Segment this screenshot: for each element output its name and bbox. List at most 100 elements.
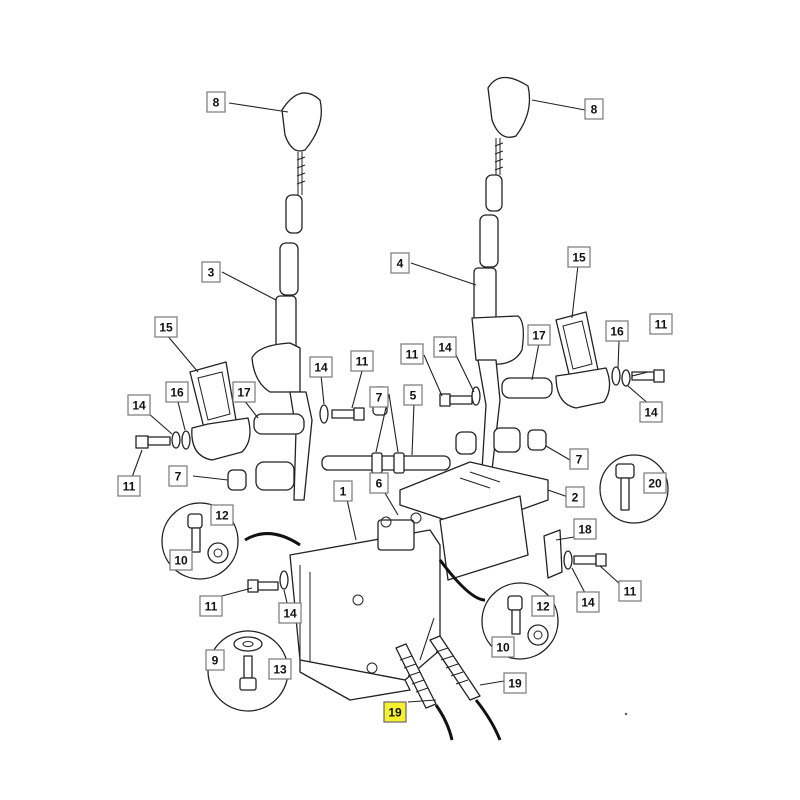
spacer-left-2: [255, 461, 295, 491]
callout-number: 14: [314, 361, 328, 375]
callout-box: [232, 381, 256, 403]
detail-circle-top-right: [599, 454, 669, 524]
callout-16: 16: [165, 381, 189, 403]
callout-number: 13: [273, 663, 287, 677]
side-bracket: [543, 529, 563, 579]
callout-11: 11: [350, 350, 374, 372]
callout-box: [350, 350, 374, 372]
callout-14: 14: [278, 602, 302, 624]
callout-16: 16: [605, 320, 629, 342]
callout-14: 14: [127, 394, 151, 416]
callout-number: 2: [572, 491, 579, 505]
callout-box: [400, 343, 424, 365]
callout-box: [584, 98, 604, 120]
callout-number: 12: [215, 509, 229, 523]
callout-number: 14: [581, 596, 595, 610]
callout-number: 20: [648, 477, 662, 491]
callout-box: [165, 381, 189, 403]
callout-number: 12: [536, 600, 550, 614]
spacer-right-2: [493, 427, 521, 453]
callout-7: 7: [369, 386, 389, 408]
callout-number: 11: [655, 318, 668, 332]
callout-2: 2: [565, 486, 585, 508]
right-latch: [501, 311, 611, 409]
callout-3: 3: [201, 261, 221, 283]
callout-number: 10: [174, 554, 188, 568]
callout-number: 8: [591, 103, 598, 117]
callout-8: 8: [584, 98, 604, 120]
callout-14: 14: [309, 356, 333, 378]
callout-14: 14: [576, 591, 600, 613]
callout-number: 11: [406, 348, 419, 362]
callout-number: 17: [237, 386, 251, 400]
callout-number: 11: [624, 585, 637, 599]
callout-4: 4: [390, 252, 410, 274]
callout-number: 9: [212, 654, 219, 668]
callout-15: 15: [154, 316, 178, 338]
callout-17: 17: [527, 324, 551, 346]
callout-7: 7: [168, 465, 188, 487]
callout-box: [565, 486, 585, 508]
callout-number: 7: [175, 470, 182, 484]
callout-box: [531, 595, 555, 617]
callout-11: 11: [649, 313, 673, 335]
callout-box: [605, 320, 629, 342]
callout-14: 14: [639, 401, 663, 423]
spacer-right: [527, 429, 547, 451]
callout-number: 4: [397, 257, 404, 271]
callout-19: 19: [503, 672, 527, 694]
callout-number: 6: [376, 477, 383, 491]
drawing: [135, 76, 669, 741]
hardware: [135, 366, 665, 593]
callout-box: [268, 658, 292, 680]
callout-box: [527, 324, 551, 346]
callout-box: [576, 591, 600, 613]
callout-box: [206, 91, 226, 113]
callout-number: 11: [123, 480, 136, 494]
callout-box: [201, 261, 221, 283]
callout-12: 12: [531, 595, 555, 617]
callout-box: [369, 386, 389, 408]
callout-number: 14: [644, 406, 658, 420]
callout-box: [491, 636, 515, 658]
callout-11: 11: [117, 475, 141, 497]
callout-box: [154, 316, 178, 338]
spacer-left: [227, 469, 247, 491]
callout-8: 8: [206, 91, 226, 113]
leader-lines: [130, 99, 651, 703]
callout-box: [168, 465, 188, 487]
callout-number: 14: [132, 399, 146, 413]
callout-9: 9: [205, 649, 225, 671]
callout-number: 19: [508, 677, 522, 691]
callout-number: 7: [376, 391, 383, 405]
callout-box: [205, 649, 225, 671]
pivot-shaft: [321, 452, 451, 474]
callout-19: 19: [383, 701, 407, 723]
right-shift-lever: [471, 76, 531, 471]
callout-box: [649, 313, 673, 335]
callout-14: 14: [433, 336, 457, 358]
callout-number: 15: [159, 321, 173, 335]
callout-number: 7: [576, 453, 583, 467]
callout-box: [569, 448, 589, 470]
left-latch: [189, 361, 305, 461]
callout-box: [309, 356, 333, 378]
callout-number: 16: [170, 386, 184, 400]
callout-7: 7: [569, 448, 589, 470]
callout-box: [567, 246, 591, 268]
callout-box: [503, 672, 527, 694]
callout-10: 10: [169, 549, 193, 571]
detail-circle-lower-left: [207, 630, 289, 712]
callout-number: 3: [208, 266, 215, 280]
callout-number: 11: [205, 600, 218, 614]
top-plate: [399, 461, 549, 581]
callout-18: 18: [573, 518, 597, 540]
callout-5: 5: [403, 384, 423, 406]
callout-box: [639, 401, 663, 423]
callout-15: 15: [567, 246, 591, 268]
callout-box: [390, 252, 410, 274]
callout-20: 20: [643, 472, 667, 494]
main-bracket: [289, 512, 441, 701]
